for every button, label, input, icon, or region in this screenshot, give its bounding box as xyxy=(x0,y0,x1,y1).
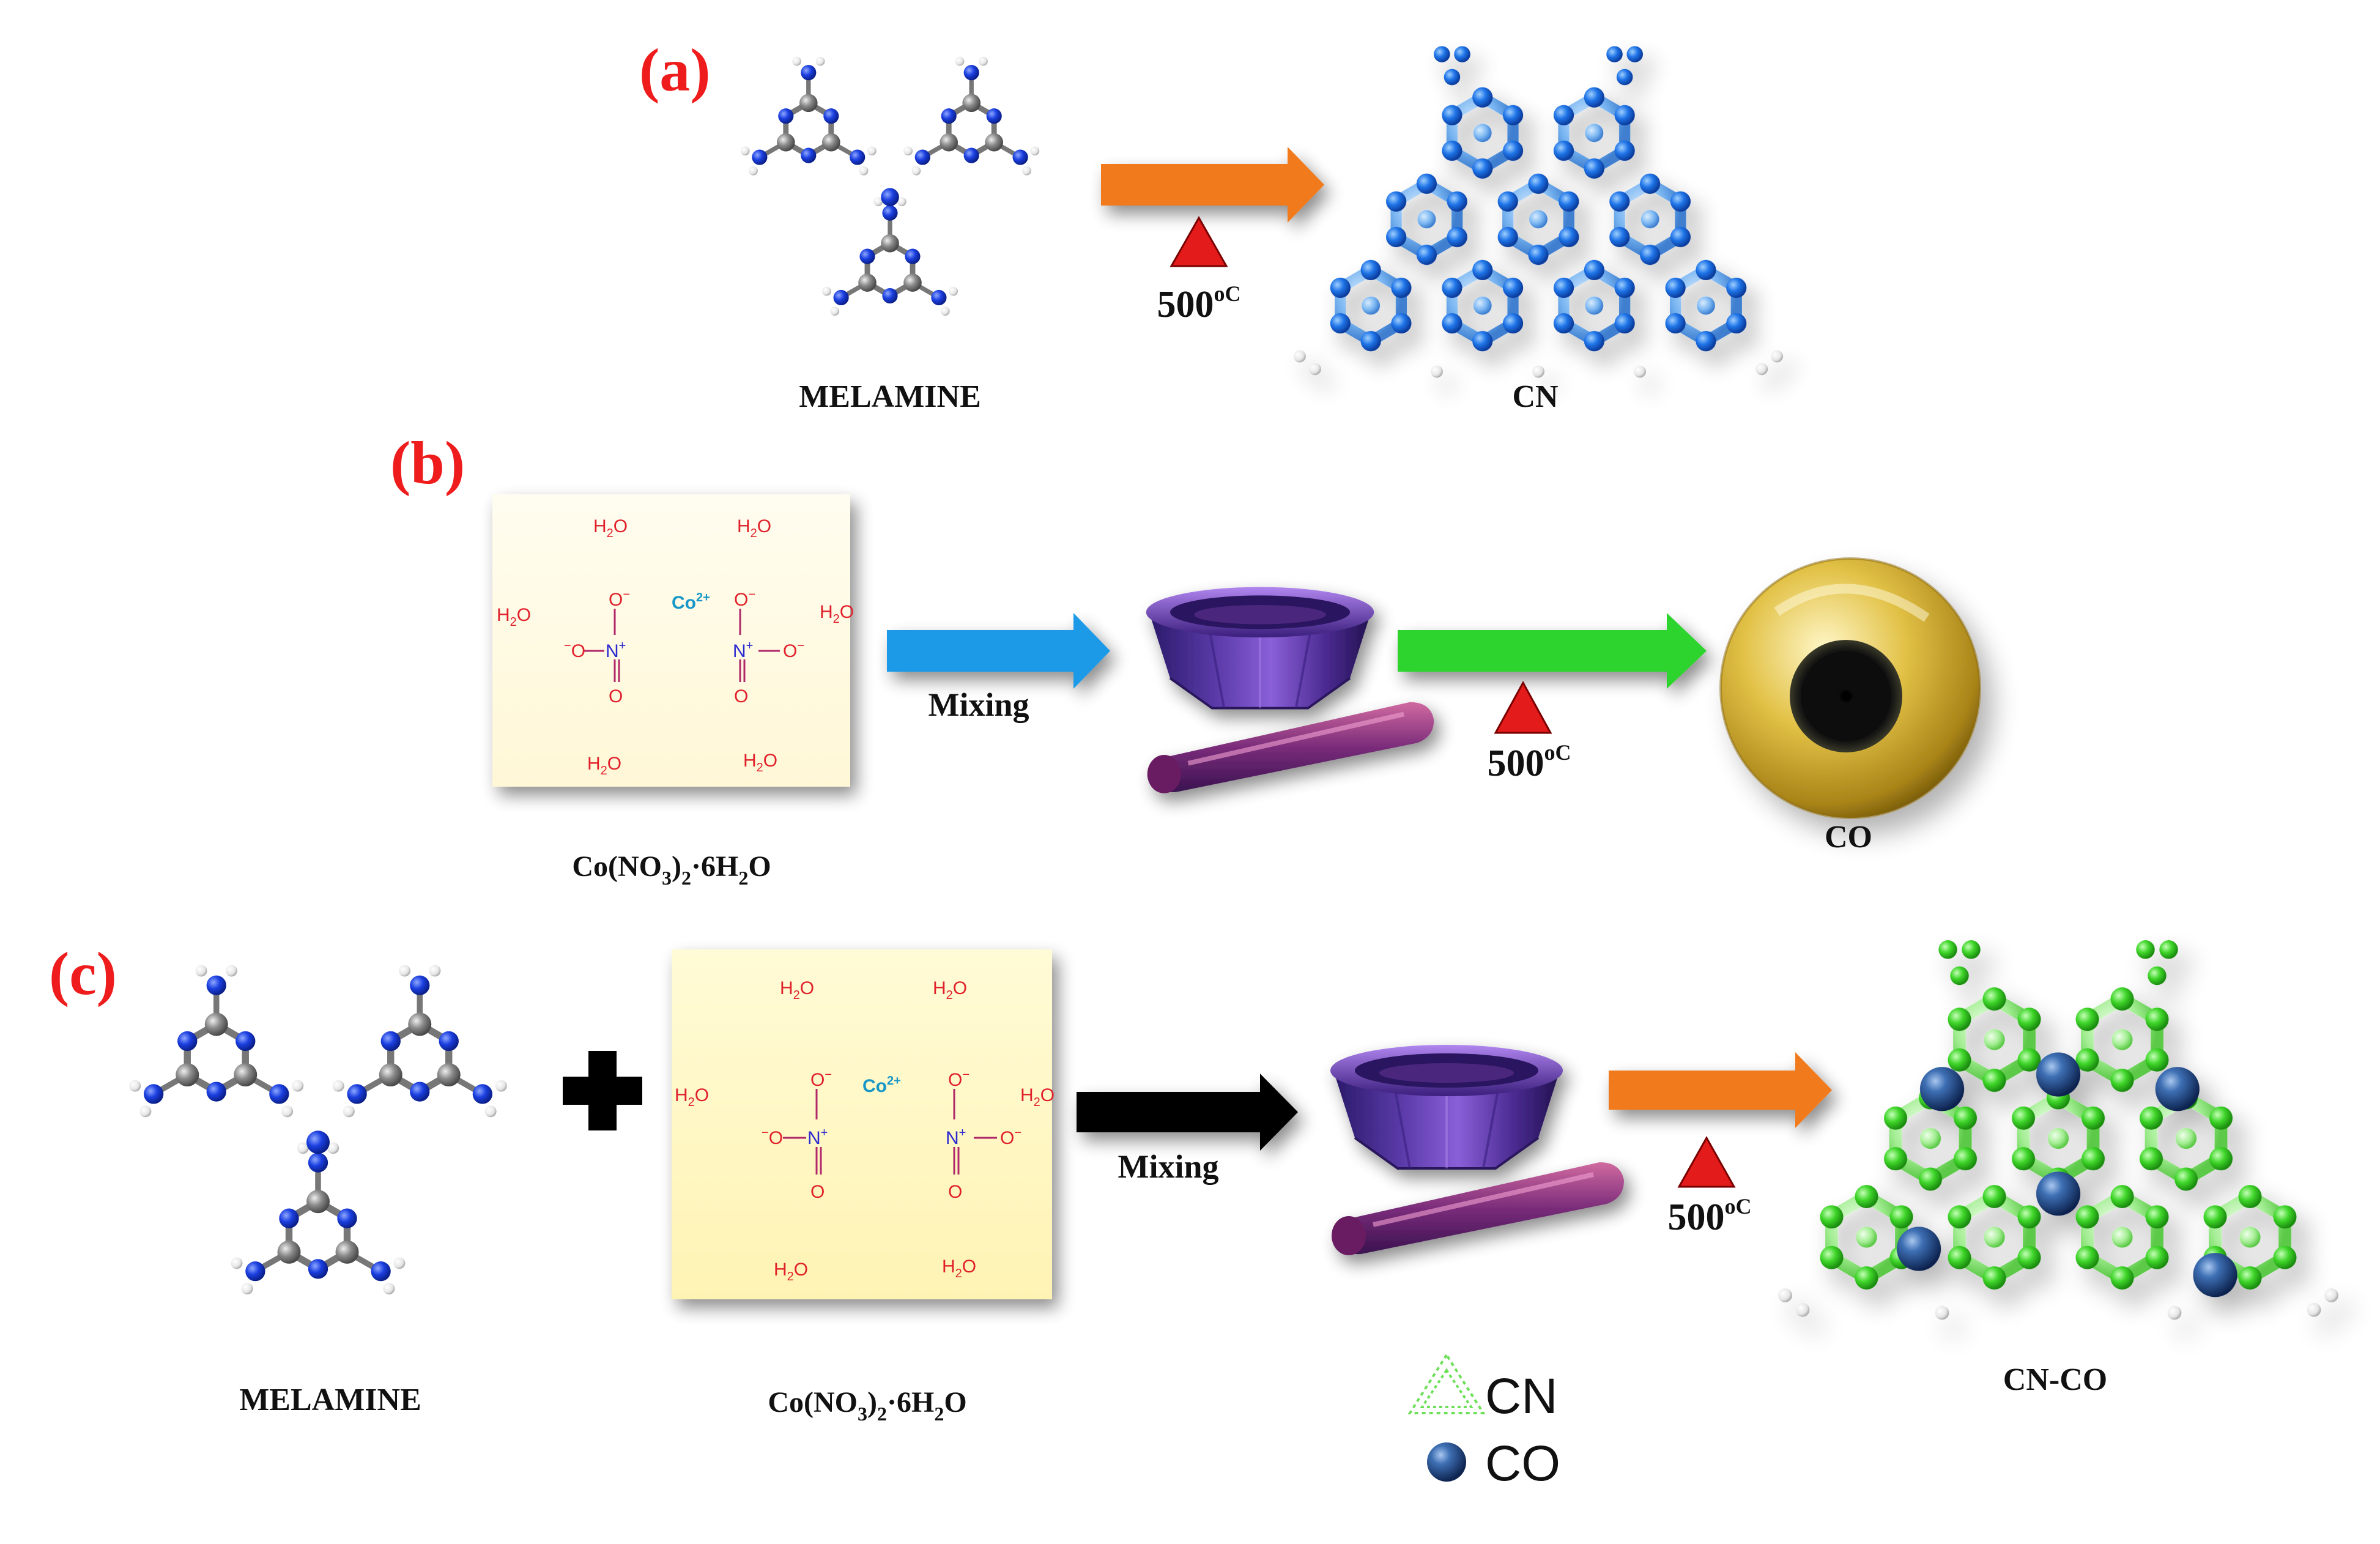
cn-co-network-c xyxy=(1778,940,2338,1320)
product-label-a: CN xyxy=(1512,379,1558,414)
svg-text:H2O: H2O xyxy=(743,751,777,774)
legend-c: CN CO xyxy=(1407,1353,1560,1491)
heat-triangle-a xyxy=(1170,215,1228,267)
reactant2-formula-c: Co(NO3)2·6H2O xyxy=(768,1386,966,1425)
svg-text:O: O xyxy=(609,686,623,707)
panel-b: (b) H2O H2O H2O H2O H2O H2O Co2+ O− N+ −… xyxy=(390,429,1981,889)
svg-text:O: O xyxy=(810,1182,825,1202)
mortar-pestle-c xyxy=(1330,1045,1624,1255)
legend-co-label: CO xyxy=(1485,1436,1560,1491)
calcination-arrow-c xyxy=(1609,1052,1832,1128)
panel-a-label: (a) xyxy=(639,36,711,104)
water-molecules-b: H2O H2O H2O H2O H2O H2O xyxy=(497,516,854,778)
plus-sign-c xyxy=(563,1051,642,1130)
co-particles xyxy=(1896,1052,2237,1297)
panel-c-label: (c) xyxy=(49,940,117,1008)
svg-text:−O: −O xyxy=(564,639,585,661)
panel-a: (a) MELAMINE 500oC xyxy=(639,36,1784,414)
svg-text:O−: O− xyxy=(1000,1126,1021,1148)
legend-cn-label: CN xyxy=(1485,1368,1557,1424)
melamine-molecule-c xyxy=(129,965,507,1295)
reaction-arrow-a xyxy=(1101,147,1324,223)
svg-text:O: O xyxy=(734,686,748,707)
svg-text:H2O: H2O xyxy=(780,978,814,1002)
product-label-b: CO xyxy=(1825,820,1872,855)
reactant-label-a: MELAMINE xyxy=(799,379,981,414)
mixing-arrow-b xyxy=(887,613,1110,689)
mixing-arrow-c xyxy=(1077,1074,1298,1151)
svg-text:H2O: H2O xyxy=(820,602,854,626)
reactant1-label-c: MELAMINE xyxy=(239,1383,421,1417)
legend-co-icon xyxy=(1427,1442,1466,1482)
svg-text:N+: N+ xyxy=(733,639,753,661)
cobalt-ion-c: Co2+ xyxy=(862,1074,901,1096)
svg-text:O−: O− xyxy=(783,639,804,661)
svg-text:−O: −O xyxy=(762,1126,783,1148)
svg-text:O−: O− xyxy=(810,1068,832,1090)
svg-text:O−: O− xyxy=(948,1068,969,1090)
product-label-c: CN-CO xyxy=(2003,1362,2107,1397)
svg-text:O−: O− xyxy=(609,588,630,610)
svg-text:O: O xyxy=(948,1182,962,1202)
panel-b-label: (b) xyxy=(390,429,465,497)
heat-triangle-b xyxy=(1494,680,1552,734)
svg-text:H2O: H2O xyxy=(675,1085,709,1109)
svg-text:N+: N+ xyxy=(606,639,626,661)
cobalt-nitrate-card-c: H2O H2O H2O H2O H2O H2O Co2+ O− N+ −O O xyxy=(672,949,1055,1299)
nitrate-right-c: O− N+ O− O xyxy=(946,1068,1021,1202)
panel-c: (c) MELAMINE H2O H2O H2O H2O H2O H2O Co2… xyxy=(49,940,2338,1491)
cn-network-a xyxy=(1293,46,1784,378)
temperature-b: 500oC xyxy=(1488,740,1571,784)
crucible-co-powder-b xyxy=(1719,557,1981,819)
svg-text:H2O: H2O xyxy=(933,978,967,1002)
temperature-a: 500oC xyxy=(1157,281,1241,325)
nitrate-right-b: O− N+ O− O xyxy=(733,588,804,707)
step-mixing-b: Mixing xyxy=(928,686,1029,723)
calcination-arrow-b xyxy=(1398,613,1707,689)
svg-text:N+: N+ xyxy=(946,1126,966,1148)
reactant-formula-b: Co(NO3)2·6H2O xyxy=(572,850,771,889)
cobalt-nitrate-card-b: H2O H2O H2O H2O H2O H2O Co2+ O− N+ −O O xyxy=(492,494,854,787)
svg-text:H2O: H2O xyxy=(1020,1085,1055,1109)
svg-text:H2O: H2O xyxy=(593,516,628,540)
water-molecules-c: H2O H2O H2O H2O H2O H2O xyxy=(675,978,1055,1283)
nitrate-left-c: O− N+ −O O xyxy=(762,1068,832,1202)
mortar-pestle-b xyxy=(1146,587,1434,793)
legend-cn-icon xyxy=(1407,1353,1486,1414)
svg-text:H2O: H2O xyxy=(737,516,771,540)
svg-text:H2O: H2O xyxy=(774,1260,808,1283)
cobalt-ion-b: Co2+ xyxy=(672,591,710,613)
svg-text:N+: N+ xyxy=(807,1126,828,1148)
heat-triangle-c xyxy=(1677,1135,1736,1188)
melamine-molecule-a xyxy=(741,57,1039,316)
svg-text:H2O: H2O xyxy=(942,1256,976,1280)
temperature-c: 500oC xyxy=(1668,1194,1752,1238)
svg-text:O−: O− xyxy=(734,588,755,610)
svg-text:H2O: H2O xyxy=(587,754,621,778)
svg-text:H2O: H2O xyxy=(497,605,531,629)
step-mixing-c: Mixing xyxy=(1118,1148,1218,1185)
nitrate-left-b: O− N+ −O O xyxy=(564,588,630,707)
